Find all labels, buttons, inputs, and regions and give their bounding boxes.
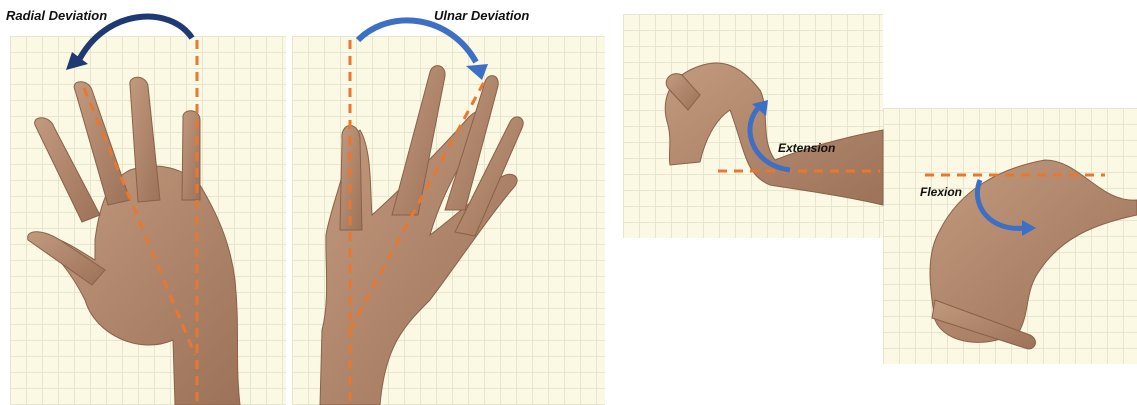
ulnar-deviation-label: Ulnar Deviation: [434, 8, 529, 23]
radial-hand: [28, 77, 240, 405]
extension-label: Extension: [778, 141, 835, 155]
ulnar-arrowhead: [466, 64, 488, 80]
flexion-label: Flexion: [920, 185, 962, 199]
extension-hand: [665, 63, 883, 205]
radial-arrow: [78, 17, 192, 62]
radial-deviation-label: Radial Deviation: [6, 8, 107, 23]
ulnar-arrow: [358, 20, 476, 62]
